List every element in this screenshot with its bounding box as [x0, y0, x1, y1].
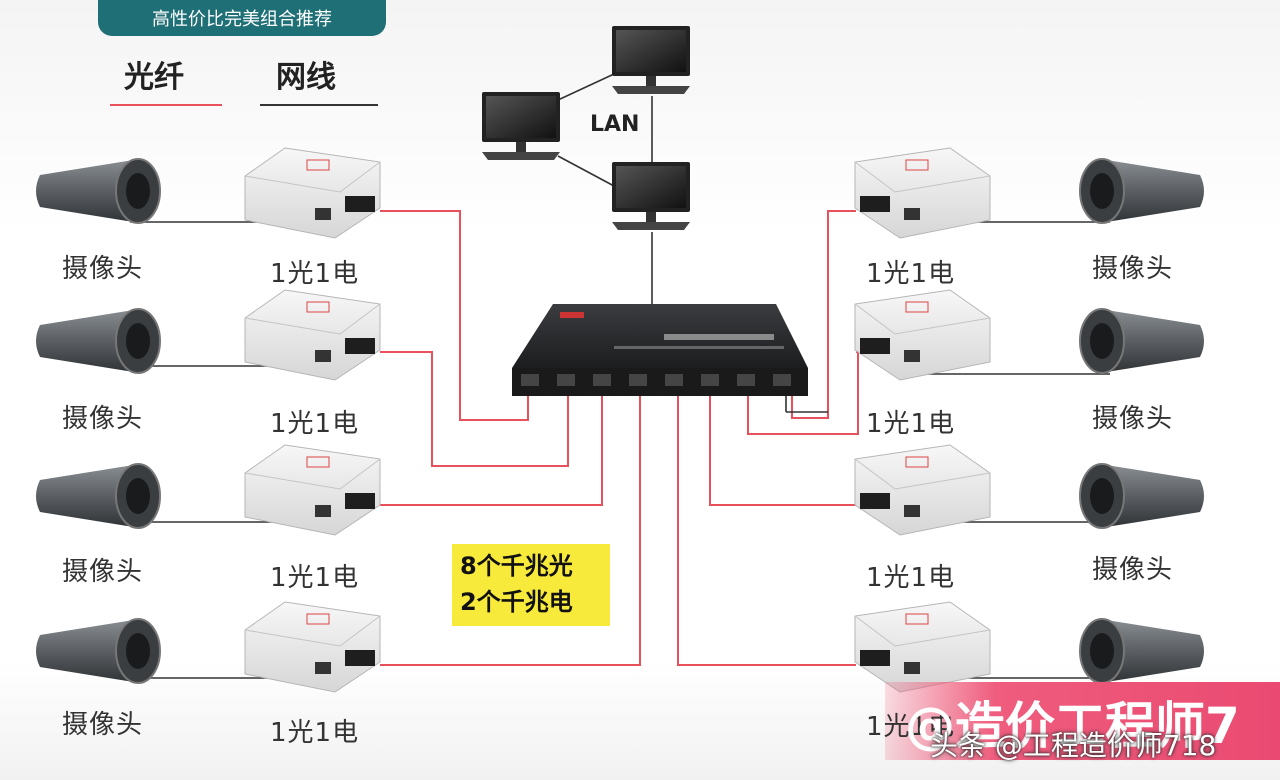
camera-label: 摄像头	[62, 557, 144, 587]
fiber-link-l4	[380, 392, 641, 666]
legend-fiber-line	[110, 104, 222, 106]
camera-label: 摄像头	[62, 710, 144, 740]
camera-icon-r3	[1079, 463, 1204, 529]
converter-label: 1光1电	[270, 259, 360, 289]
camera-label: 摄像头	[1092, 404, 1174, 434]
lan-link	[557, 73, 615, 101]
converter-label: 1光1电	[270, 409, 360, 439]
camera-label: 摄像头	[1092, 254, 1174, 284]
media-converter-icon-r2	[854, 289, 991, 381]
converter-label: 1光1电	[866, 712, 956, 742]
media-converter-icon-l4	[244, 601, 381, 693]
computer-icon-top	[612, 26, 690, 94]
converter-label: 1光1电	[866, 259, 956, 289]
camera-icon-r2	[1079, 308, 1204, 374]
computer-icon-bottom	[612, 162, 690, 230]
lan-link	[557, 155, 615, 187]
fiber-link-l3	[380, 392, 603, 506]
media-converter-icon-l3	[244, 444, 381, 536]
camera-icon-l4	[36, 618, 161, 684]
fiber-link-r1	[791, 210, 856, 419]
converter-label: 1光1电	[270, 718, 360, 748]
fiber-link-l1	[380, 210, 529, 421]
camera-label: 摄像头	[62, 404, 144, 434]
media-converter-icon-l2	[244, 289, 381, 381]
switch-icon	[512, 304, 808, 396]
media-converter-icon-r4	[854, 601, 991, 693]
legend-cable-label: 网线	[276, 60, 336, 95]
camera-icon-r1	[1079, 158, 1204, 224]
watermark-bar	[885, 682, 1280, 760]
media-converter-icon-r1	[854, 147, 991, 239]
recommendation-banner: 高性价比完美组合推荐	[98, 0, 386, 36]
lan-label: LAN	[590, 112, 640, 137]
camera-label: 摄像头	[1092, 555, 1174, 585]
fiber-link-r3	[709, 392, 856, 506]
camera-label: 摄像头	[62, 254, 144, 284]
media-converter-icon-r3	[854, 444, 991, 536]
fiber-link-l2	[380, 351, 569, 467]
switch-port-note: 8个千兆光 2个千兆电	[452, 544, 610, 626]
converter-label: 1光1电	[866, 563, 956, 593]
legend-cable-line	[260, 104, 378, 106]
camera-icon-r4	[1079, 618, 1204, 684]
watermark-title: @造价工程师7	[905, 697, 1240, 755]
camera-icon-l2	[36, 308, 161, 374]
converter-label: 1光1电	[866, 409, 956, 439]
switch-note-line2: 2个千兆电	[460, 588, 573, 616]
switch-note-line1: 8个千兆光	[460, 552, 573, 580]
camera-icon-l3	[36, 463, 161, 529]
media-converter-icon-l1	[244, 147, 381, 239]
converter-label: 1光1电	[270, 563, 360, 593]
legend-fiber-label: 光纤	[124, 60, 184, 95]
camera-icon-l1	[36, 158, 161, 224]
watermark-author: 头条 @工程造价师718	[930, 729, 1217, 762]
computer-icon-left	[482, 92, 560, 160]
fiber-link-r4	[677, 392, 856, 666]
